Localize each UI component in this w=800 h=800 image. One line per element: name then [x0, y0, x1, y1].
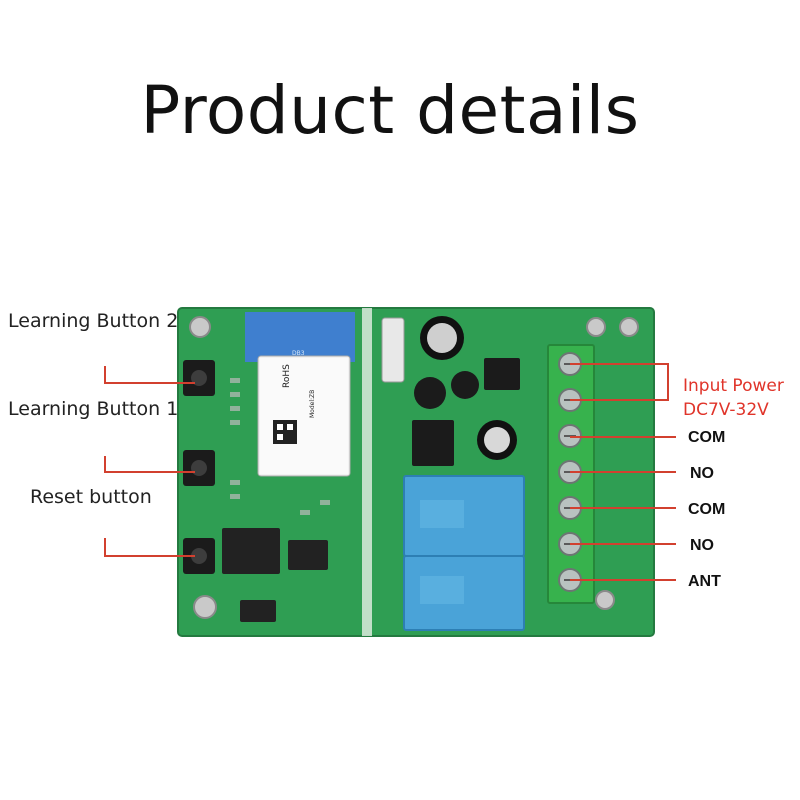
input-power-label: Input Power	[683, 376, 784, 396]
callout-line-left	[104, 366, 195, 557]
learning-button-2-label: Learning Button 2	[8, 310, 179, 332]
regulator-chip	[484, 358, 520, 390]
terminal-label-no-1: NO	[690, 465, 714, 482]
page-title: Product details	[140, 72, 640, 149]
mounting-hole	[189, 316, 639, 619]
module-model-text: Model:ZB	[309, 390, 316, 418]
module-pcb-text: DB3	[292, 350, 305, 357]
terminal-label-com-2: COM	[688, 501, 726, 518]
inductor	[414, 377, 446, 409]
input-power-range: DC7V-32V	[683, 400, 769, 420]
learning-button-1	[183, 450, 215, 486]
ic-chip-right	[412, 420, 454, 466]
terminal-label-ant: ANT	[688, 573, 721, 590]
learning-button-2	[183, 360, 215, 396]
connector-header	[381, 317, 405, 383]
module-rohs-text: RoHS	[282, 364, 292, 388]
antenna-area	[245, 312, 355, 362]
reset-button	[183, 538, 215, 574]
qr-code	[273, 420, 297, 444]
ic-chip	[222, 528, 328, 622]
learning-button-1-label: Learning Button 1	[8, 398, 179, 420]
callout-line-right	[570, 363, 676, 581]
board-seam	[362, 308, 372, 636]
terminal-label-no-2: NO	[690, 537, 714, 554]
terminal-label-com-1: COM	[688, 429, 726, 446]
reset-button-label: Reset button	[30, 486, 152, 508]
